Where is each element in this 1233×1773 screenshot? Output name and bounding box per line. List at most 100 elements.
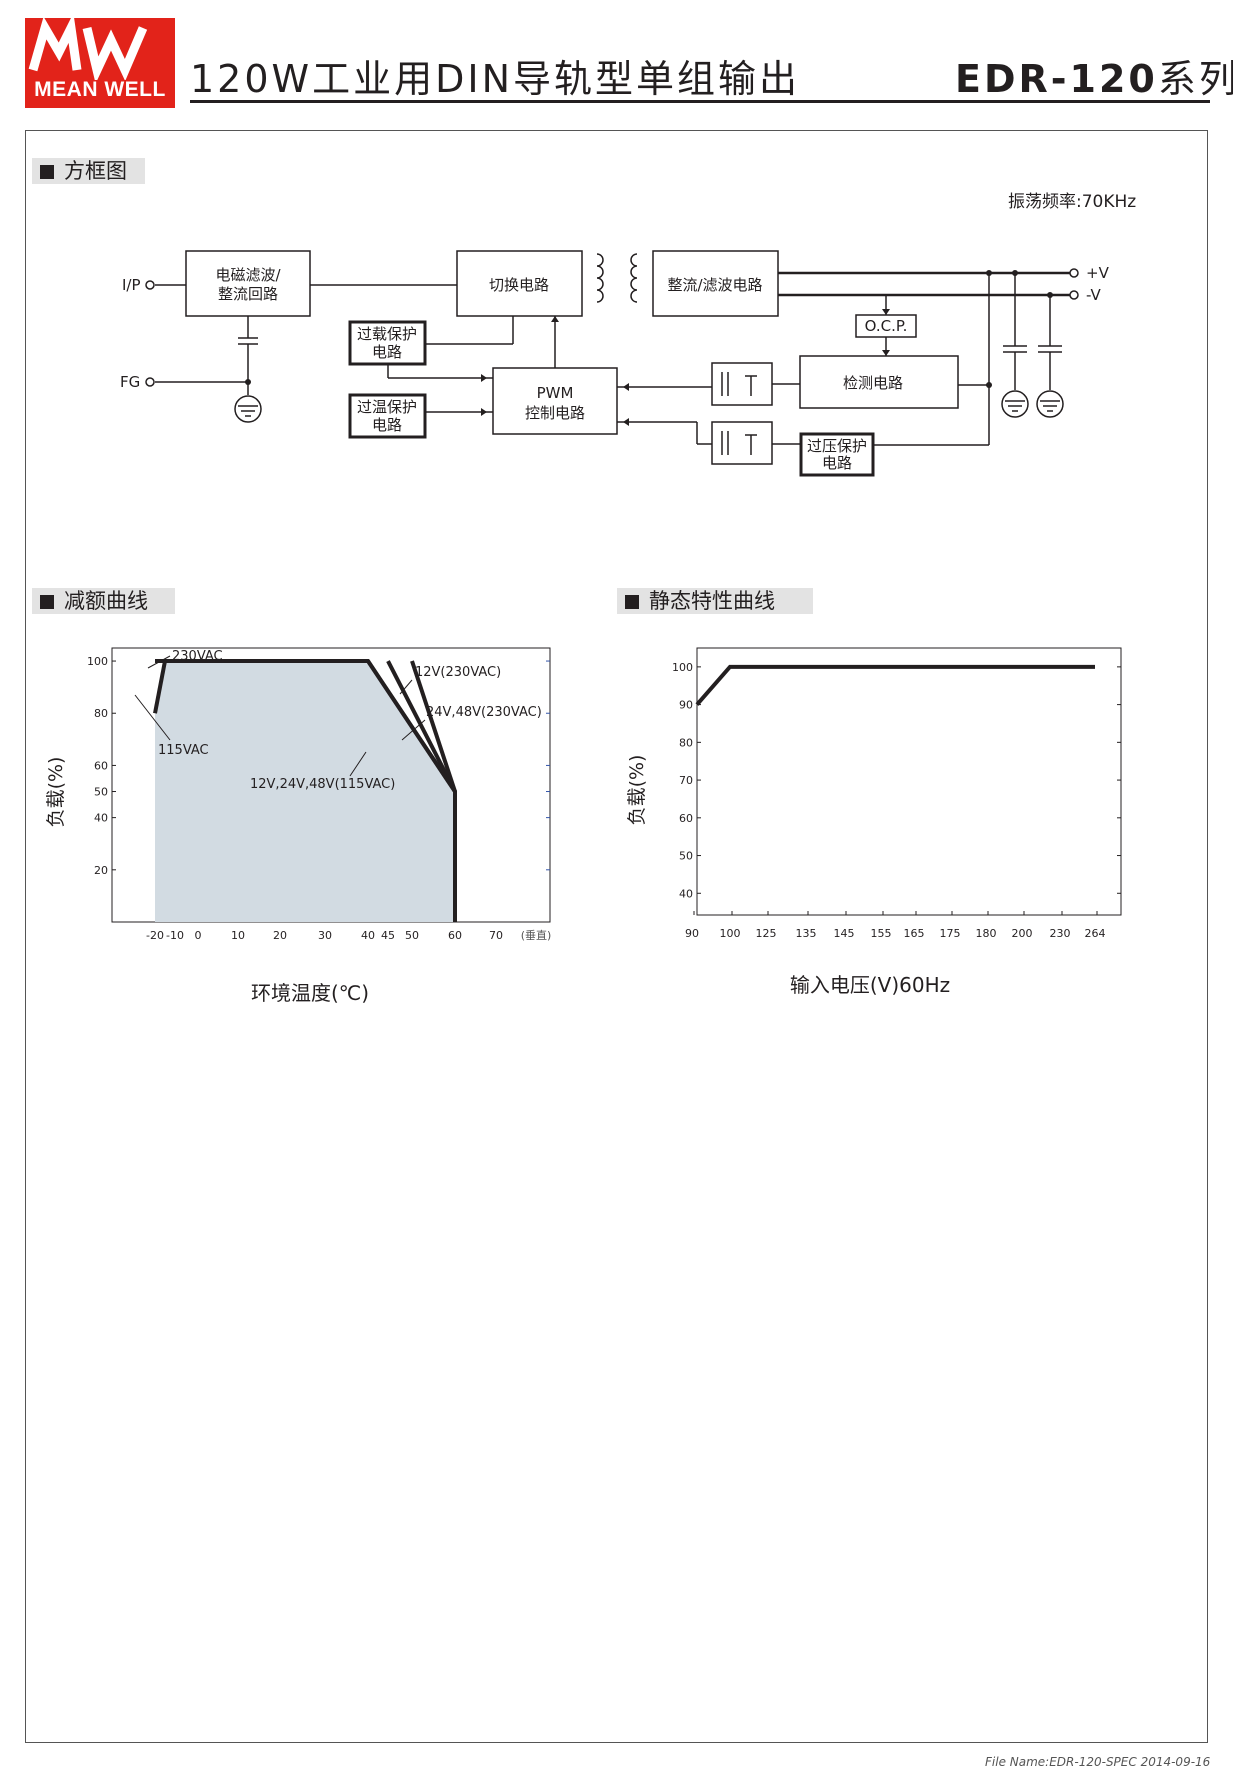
series-suffix: 系列 — [1157, 57, 1233, 101]
x-tick-label: 100 — [720, 927, 741, 940]
optocoupler-icon — [721, 431, 757, 455]
y-axis-label: 负载(%) — [626, 755, 648, 826]
detection-label: 检测电路 — [843, 374, 903, 392]
square-bullet-icon — [40, 165, 54, 179]
section-title: 方框图 — [64, 159, 127, 183]
x-tick-label: 230 — [1050, 927, 1071, 940]
fg-terminal-icon — [145, 377, 155, 387]
oscillation-frequency: 振荡频率:70KHz — [1008, 192, 1137, 212]
otp-box — [348, 393, 427, 439]
pwm-label-1: PWM — [537, 384, 574, 402]
optocoupler-1 — [711, 362, 773, 406]
otp-label-1: 过温保护 — [357, 398, 417, 416]
ovp-label-2: 电路 — [822, 454, 852, 472]
ground-icon — [1036, 390, 1064, 418]
y-tick-label: 50 — [679, 850, 693, 863]
otp-label-2: 电路 — [372, 416, 402, 434]
square-bullet-icon — [625, 595, 639, 609]
ip-terminal-icon — [145, 280, 155, 290]
logo-text: MEAN WELL — [34, 78, 166, 101]
y-tick-label: 50 — [94, 786, 108, 799]
x-tick-label: 50 — [405, 929, 419, 942]
header-rule — [190, 100, 1210, 103]
series-line-2 — [410, 660, 457, 793]
detection-box — [799, 355, 959, 409]
y-axis-label: 负载(%) — [45, 757, 67, 828]
y-tick-label: 80 — [94, 707, 108, 720]
y-tick-label: 100 — [87, 655, 108, 668]
emi-filter-label-2: 整流回路 — [218, 285, 278, 303]
file-name-footer: File Name:EDR-120-SPEC 2014-09-16 — [985, 1755, 1211, 1769]
x-tick-label: 180 — [976, 927, 997, 940]
block-diagram: I/P FG +V -V 电磁滤波/ 整流回路 切换电路 整流/滤波电路 O.C… — [120, 250, 1110, 477]
series-model: EDR-120 — [955, 57, 1158, 101]
ground-icon — [234, 395, 262, 423]
x-tick-label: 10 — [231, 929, 245, 942]
series-label: 12V,24V,48V(115VAC) — [250, 777, 395, 792]
ground-icon — [1001, 390, 1029, 418]
series-label-leader — [401, 719, 426, 741]
olp-label-1: 过载保护 — [357, 325, 417, 343]
series-label: 12V(230VAC) — [415, 665, 501, 680]
y-tick-label: 80 — [679, 736, 693, 749]
x-unit-note: (垂直) — [521, 928, 552, 942]
ip-label: I/P — [122, 276, 141, 294]
x-tick-label: 155 — [871, 927, 892, 940]
plus-v-terminal-icon — [1069, 268, 1079, 278]
section-derating-curve: 减额曲线 — [32, 588, 175, 614]
x-tick-label: 200 — [1012, 927, 1033, 940]
x-tick-label: 20 — [273, 929, 287, 942]
transformer-secondary-icon — [630, 253, 638, 303]
x-tick-label: 0 — [195, 929, 202, 942]
transformer-primary-icon — [596, 253, 604, 303]
x-tick-label: -20 — [146, 929, 164, 942]
optocoupler-2 — [711, 421, 773, 465]
content-frame — [25, 130, 1208, 1743]
rect-filter-label: 整流/滤波电路 — [667, 276, 762, 294]
series-line-4 — [366, 659, 457, 793]
series-title: EDR-120系列 — [955, 48, 1233, 103]
x-tick-label: 175 — [940, 927, 961, 940]
series-label: 115VAC — [158, 743, 209, 758]
section-title: 静态特性曲线 — [649, 589, 775, 613]
series-line-1 — [153, 660, 167, 714]
y-tick-label: 90 — [679, 699, 693, 712]
x-axis-label: 输入电压(V)60Hz — [790, 973, 950, 997]
x-tick-label: 125 — [756, 927, 777, 940]
mean-well-logo: MEAN WELL — [25, 18, 175, 108]
x-tick-label: 90 — [685, 927, 699, 940]
x-tick-label: 145 — [834, 927, 855, 940]
x-axis-label: 环境温度(℃) — [251, 981, 369, 1005]
ovp-label-1: 过压保护 — [807, 437, 867, 455]
y-tick-label: 60 — [94, 759, 108, 772]
x-tick-label: -10 — [166, 929, 184, 942]
olp-label-2: 电路 — [372, 343, 402, 361]
rect-filter-box — [652, 250, 779, 317]
optocoupler-icon — [721, 372, 757, 396]
series-label-leader — [147, 655, 171, 669]
x-tick-label: 45 — [381, 929, 395, 942]
series-label-leader — [134, 694, 171, 741]
document-title: 120W工业用DIN导轨型单组输出 — [190, 57, 800, 101]
ocp-label: O.C.P. — [865, 317, 908, 335]
section-static-curve: 静态特性曲线 — [617, 588, 813, 614]
square-bullet-icon — [40, 595, 54, 609]
y-tick-label: 70 — [679, 774, 693, 787]
static-series-line — [695, 664, 1095, 706]
switching-label: 切换电路 — [489, 276, 549, 294]
x-tick-label: 264 — [1085, 927, 1106, 940]
x-tick-label: 40 — [361, 929, 375, 942]
section-block-diagram: 方框图 — [32, 158, 145, 184]
pwm-label-2: 控制电路 — [525, 404, 585, 422]
section-title: 减额曲线 — [64, 589, 148, 613]
series-label-leader — [399, 679, 413, 695]
series-label: 230VAC — [172, 649, 223, 664]
series-line-3 — [386, 660, 457, 793]
x-tick-label: 60 — [448, 929, 462, 942]
plus-v-label: +V — [1086, 264, 1110, 282]
y-tick-label: 60 — [679, 812, 693, 825]
series-label-leader — [349, 751, 367, 777]
y-tick-label: 40 — [679, 887, 693, 900]
